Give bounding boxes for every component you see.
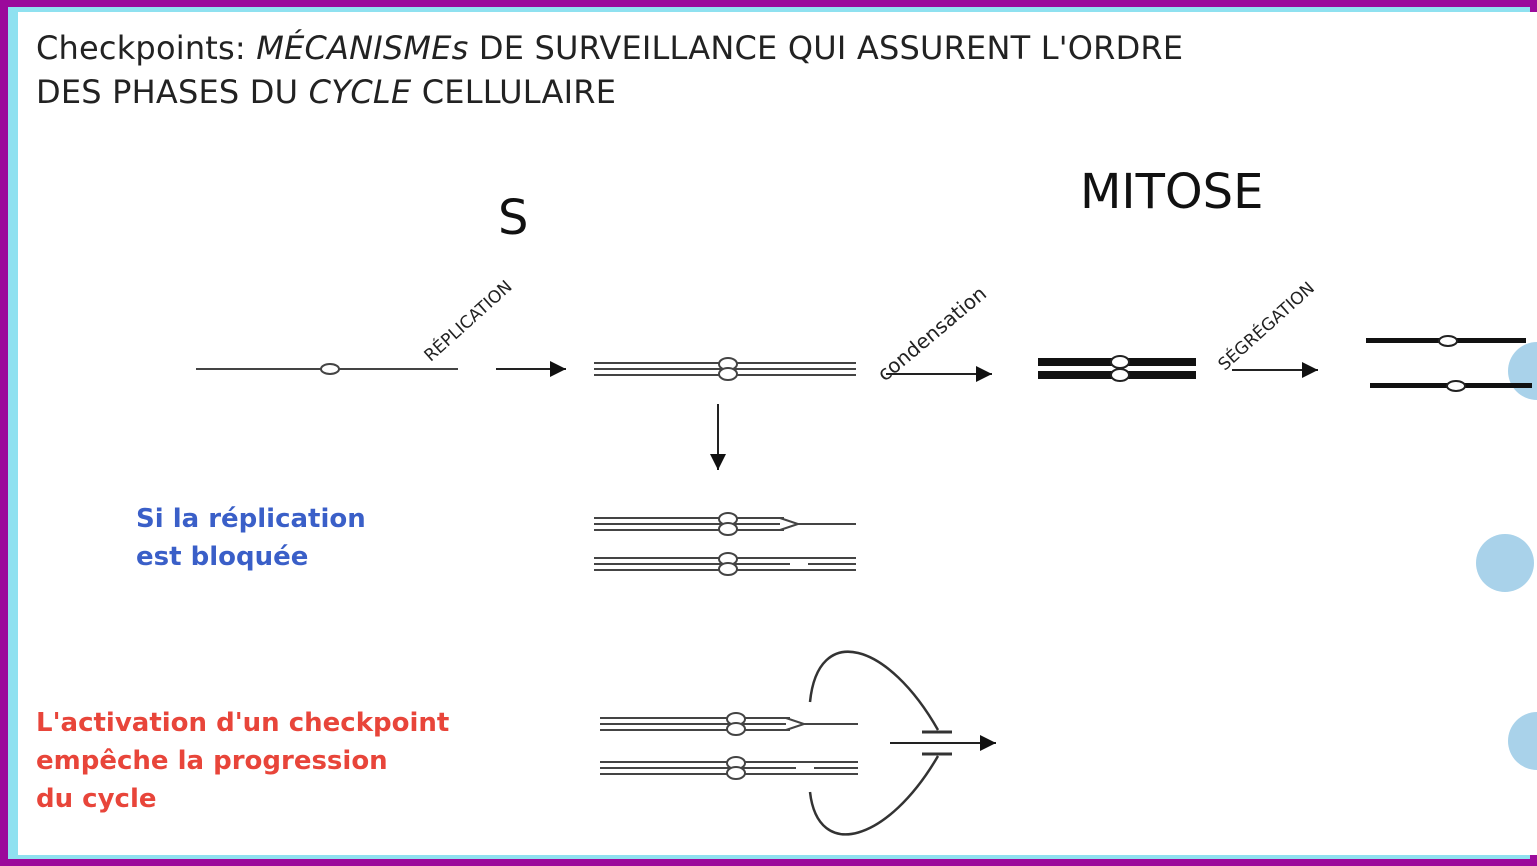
phase-mitose-label: MITOSE [1080,164,1264,220]
phase-s-label: S [498,190,529,246]
slide: Checkpoints: MÉCANISMEs DE SURVEILLANCE … [18,12,1537,855]
note-checkpoint-activation: L'activation d'un checkpoint empêche la … [36,708,450,814]
decorative-circle [1476,534,1534,592]
inhibition-curve-top [808,650,940,731]
title-line2-a: DES PHASES DU [36,73,309,111]
title-italic-part: MÉCANISMEs [256,29,469,67]
slide-title: Checkpoints: MÉCANISMEs DE SURVEILLANCE … [36,26,1516,114]
chromosomes-checkpoint [600,712,858,780]
note-replication-blocked: Si la réplication est bloquée [136,504,366,572]
inhibition-curve-bottom [808,755,940,836]
title-line2-b: CELLULAIRE [411,73,617,111]
chromosome-condensed [1038,355,1196,382]
chromosomes-blocked [594,512,856,576]
chromosome-unreplicated [196,363,458,375]
title-line2-italic: CYCLE [308,73,412,111]
title-rest-line1: DE SURVEILLANCE QUI ASSURENT L'ORDRE [468,29,1184,67]
chromosome-replicated [594,357,856,381]
chromosomes-segregated [1366,335,1532,392]
cell-cycle-diagram [196,335,1532,836]
title-prefix: Checkpoints: [36,29,257,67]
